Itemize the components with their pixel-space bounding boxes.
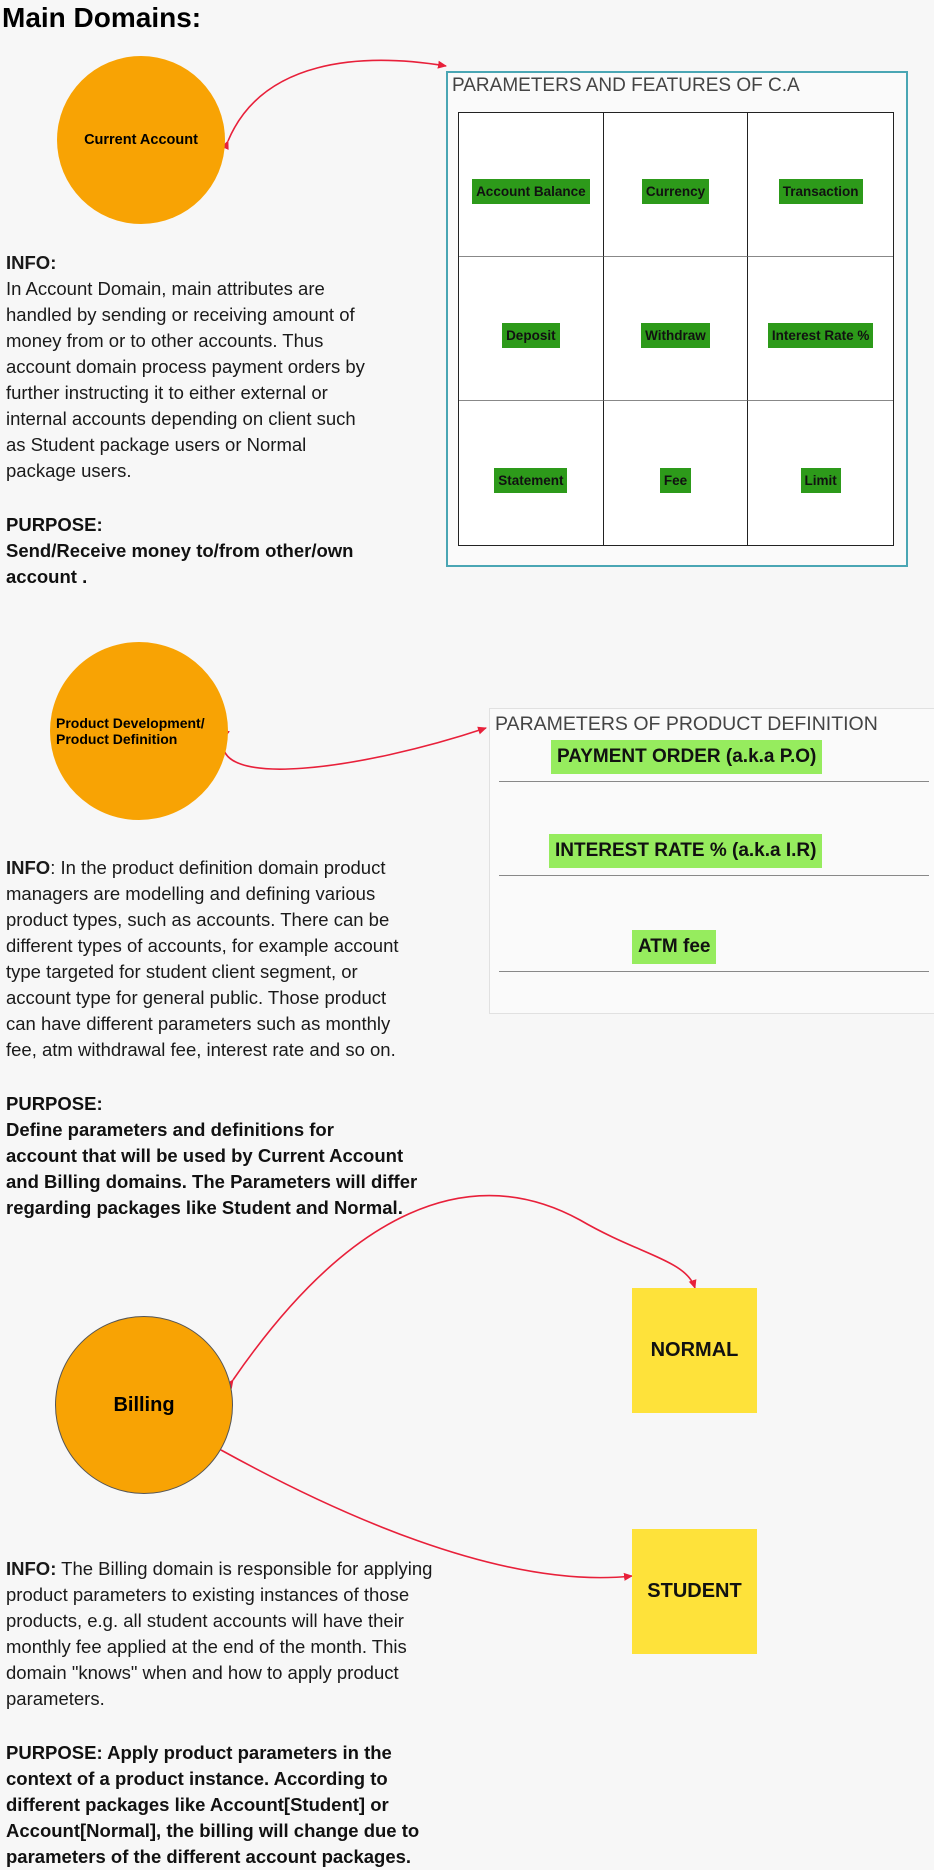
- param-statement: Statement: [494, 467, 568, 493]
- billing-info-line: products, e.g. all student accounts will…: [6, 1610, 404, 1631]
- param-currency: Currency: [641, 179, 710, 204]
- ca-info-line: handled by sending or receiving amount o…: [6, 304, 355, 325]
- pd-purpose-line: account that will be used by Current Acc…: [6, 1145, 404, 1166]
- ca-param-cell: Statement: [459, 401, 604, 545]
- billing-purpose-line: Account[Normal], the billing will change…: [6, 1820, 420, 1841]
- pd-param-interest-rate: INTEREST RATE % (a.k.a I.R): [549, 834, 823, 868]
- param-account-balance: Account Balance: [472, 179, 590, 204]
- ca-purpose-line: account .: [6, 566, 88, 587]
- param-limit: Limit: [800, 467, 841, 493]
- sticky-note-normal: NORMAL: [632, 1288, 757, 1413]
- param-interest-rate: Interest Rate %: [767, 323, 874, 348]
- pd-purpose-line: regarding packages like Student and Norm…: [6, 1197, 403, 1218]
- ca-param-cell: Interest Rate %: [748, 257, 893, 401]
- ca-info-line: as Student package users or Normal: [6, 434, 307, 455]
- billing-label: Billing: [113, 1393, 175, 1416]
- product-definition-label-line2: Product Definition: [56, 731, 178, 747]
- billing-info-line: product parameters to existing instances…: [6, 1584, 410, 1605]
- ca-purpose-block: PURPOSE: Send/Receive money to/from othe…: [6, 512, 353, 590]
- billing-purpose-line: context of a product instance. According…: [6, 1768, 388, 1789]
- pd-divider: [499, 875, 929, 876]
- pd-info-block: INFO: In the product definition domain p…: [6, 855, 399, 1063]
- ca-purpose-line: Send/Receive money to/from other/own: [6, 540, 354, 561]
- arrow-pd-to-params: [222, 726, 487, 770]
- billing-info-line: The Billing domain is responsible for ap…: [56, 1558, 433, 1579]
- product-definition-circle: Product Development/ Product Definition: [50, 642, 228, 820]
- billing-info-line: parameters.: [6, 1688, 105, 1709]
- billing-info-line: monthly fee applied at the end of the mo…: [6, 1636, 407, 1657]
- ca-params-grid: Account Balance Currency Transaction Dep…: [458, 112, 894, 546]
- pd-info-line: : In the product definition domain produ…: [50, 857, 386, 878]
- sticky-note-student: STUDENT: [632, 1529, 757, 1654]
- ca-info-line: internal accounts depending on client su…: [6, 408, 356, 429]
- pd-info-line: managers are modelling and defining vari…: [6, 883, 376, 904]
- ca-param-cell: Fee: [604, 401, 749, 545]
- ca-param-cell: Currency: [603, 113, 749, 257]
- ca-param-cell: Account Balance: [459, 113, 604, 257]
- billing-circle: Billing: [55, 1316, 233, 1494]
- pd-purpose-label: PURPOSE:: [6, 1093, 103, 1114]
- arrow-ca-to-params: [221, 59, 447, 150]
- ca-param-cell: Limit: [748, 401, 893, 545]
- pd-divider: [499, 971, 929, 972]
- ca-param-cell: Deposit: [459, 257, 604, 401]
- sticky-normal-label: NORMAL: [650, 1339, 739, 1361]
- billing-info-block: INFO: The Billing domain is responsible …: [6, 1556, 432, 1712]
- pd-info-line: different types of accounts, for example…: [6, 935, 399, 956]
- current-account-circle: Current Account: [57, 56, 225, 224]
- pd-params-title: PARAMETERS OF PRODUCT DEFINITION: [495, 713, 878, 735]
- page-title: Main Domains:: [2, 2, 202, 33]
- billing-purpose-line: different packages like Account[Student]…: [6, 1794, 389, 1815]
- pd-info-line: can have different parameters such as mo…: [6, 1013, 391, 1034]
- ca-params-title: PARAMETERS AND FEATURES OF C.A: [452, 75, 800, 96]
- ca-info-label: INFO:: [6, 252, 57, 273]
- ca-info-line: further instructing it to either externa…: [6, 382, 328, 403]
- ca-info-line: package users.: [6, 460, 132, 481]
- billing-info-line: domain "knows" when and how to apply pro…: [6, 1662, 399, 1683]
- pd-info-line: fee, atm withdrawal fee, interest rate a…: [6, 1039, 396, 1060]
- arrow-billing-to-normal: [225, 1194, 697, 1389]
- ca-info-block: INFO: In Account Domain, main attributes…: [6, 250, 365, 484]
- arrow-billing-to-student: [212, 1442, 633, 1581]
- current-account-label: Current Account: [84, 132, 198, 148]
- ca-info-line: money from or to other accounts. Thus: [6, 330, 324, 351]
- pd-divider: [499, 781, 929, 782]
- billing-purpose-block: PURPOSE: Apply product parameters in the…: [6, 1740, 419, 1870]
- billing-purpose-line: PURPOSE: Apply product parameters in the: [6, 1742, 392, 1763]
- billing-info-label: INFO:: [6, 1558, 57, 1579]
- param-transaction: Transaction: [778, 179, 863, 204]
- ca-param-cell: Transaction: [748, 113, 893, 257]
- pd-info-line: account type for general public. Those p…: [6, 987, 387, 1008]
- param-fee: Fee: [659, 467, 692, 493]
- ca-param-cell: Withdraw: [603, 257, 749, 401]
- param-deposit: Deposit: [502, 323, 560, 348]
- billing-purpose-line: parameters of the different account pack…: [6, 1846, 412, 1867]
- pd-param-atm-fee: ATM fee: [632, 930, 717, 964]
- param-withdraw: Withdraw: [641, 323, 710, 348]
- ca-purpose-label: PURPOSE:: [6, 514, 103, 535]
- ca-info-line: In Account Domain, main attributes are: [6, 278, 325, 299]
- pd-param-payment-order: PAYMENT ORDER (a.k.a P.O): [551, 740, 823, 774]
- ca-info-line: account domain process payment orders by: [6, 356, 365, 377]
- product-definition-label-line1: Product Development/: [56, 715, 205, 731]
- pd-info-label: INFO: [6, 857, 51, 878]
- pd-purpose-line: and Billing domains. The Parameters will…: [6, 1171, 418, 1192]
- pd-purpose-block: PURPOSE: Define parameters and definitio…: [6, 1091, 417, 1221]
- pd-info-line: product types, such as accounts. There c…: [6, 909, 390, 930]
- pd-purpose-line: Define parameters and definitions for: [6, 1119, 334, 1140]
- sticky-student-label: STUDENT: [647, 1580, 742, 1602]
- pd-info-line: type targeted for student client segment…: [6, 961, 358, 982]
